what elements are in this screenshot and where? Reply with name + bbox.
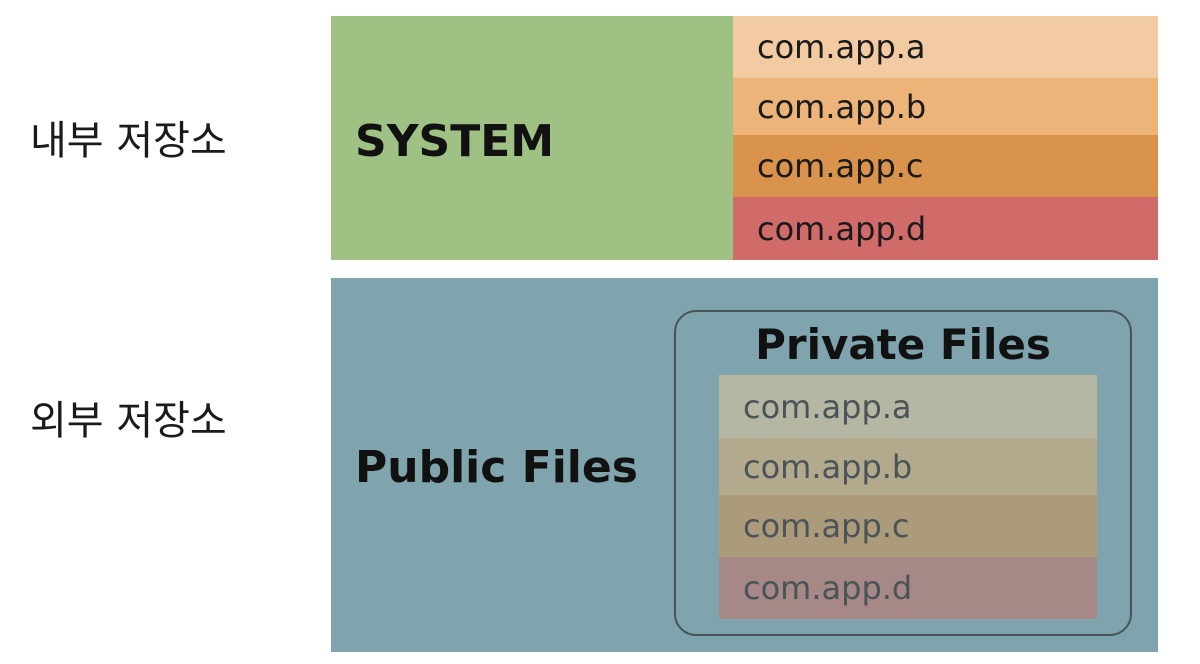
system-block: SYSTEM bbox=[331, 16, 733, 260]
external-storage-label: 외부 저장소 bbox=[30, 398, 227, 444]
external-app-c: com.app.c bbox=[719, 495, 1097, 557]
internal-app-d: com.app.d bbox=[733, 197, 1158, 260]
private-files-box: Private Files bbox=[674, 310, 1132, 636]
internal-app-a: com.app.a bbox=[733, 16, 1158, 78]
external-app-d: com.app.d bbox=[719, 557, 1097, 619]
external-storage-block: Public Files Private Files com.app.a com… bbox=[331, 278, 1158, 652]
system-label: SYSTEM bbox=[355, 116, 555, 167]
external-app-b: com.app.b bbox=[719, 438, 1097, 495]
internal-app-b: com.app.b bbox=[733, 78, 1158, 135]
internal-app-c: com.app.c bbox=[733, 135, 1158, 197]
external-app-a: com.app.a bbox=[719, 375, 1097, 438]
external-app-list: com.app.a com.app.b com.app.c com.app.d bbox=[719, 375, 1097, 619]
internal-storage-label: 내부 저장소 bbox=[30, 118, 227, 164]
internal-app-list: com.app.a com.app.b com.app.c com.app.d bbox=[733, 16, 1158, 260]
public-files-label: Public Files bbox=[355, 442, 638, 493]
private-files-title: Private Files bbox=[755, 320, 1051, 369]
